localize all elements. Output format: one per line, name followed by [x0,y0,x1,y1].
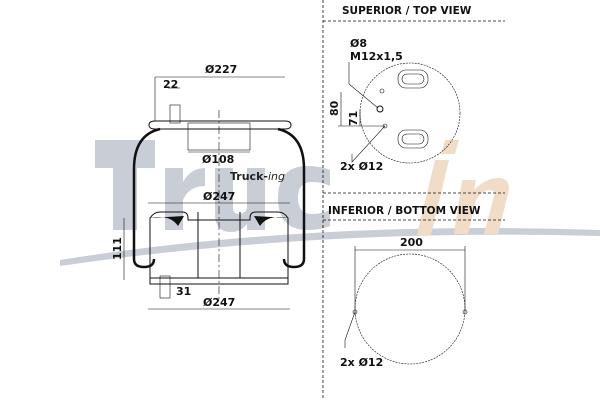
bottom-holes-label: 2x Ø12 [340,356,383,369]
dim-stud-offset: 22 [163,78,178,91]
top-view-title: SUPERIOR / TOP VIEW [342,5,472,17]
bottom-view-title: INFERIOR / BOTTOM VIEW [328,205,481,217]
top-view [338,62,461,164]
dim-bottom-width: 200 [400,236,423,249]
dim-height: 111 [111,237,124,260]
side-view [123,76,306,310]
dim-80: 80 [328,100,341,116]
dim-base-diameter: Ø247 [203,296,235,309]
dim-plate-diameter: Ø108 [202,153,234,166]
dim-71: 71 [347,111,360,126]
truck-ing-logo: Truck-ing [230,170,285,183]
dim-bellow-diameter: Ø247 [203,190,235,203]
top-holes-label: 2x Ø12 [340,160,383,173]
bottom-view [344,246,468,365]
dim-piston-stud: 31 [176,285,191,298]
watermark [60,140,600,266]
dim-thread: M12x1,5 [350,50,403,63]
dim-hole-diameter: Ø8 [350,37,367,50]
dim-top-diameter: Ø227 [205,63,237,76]
